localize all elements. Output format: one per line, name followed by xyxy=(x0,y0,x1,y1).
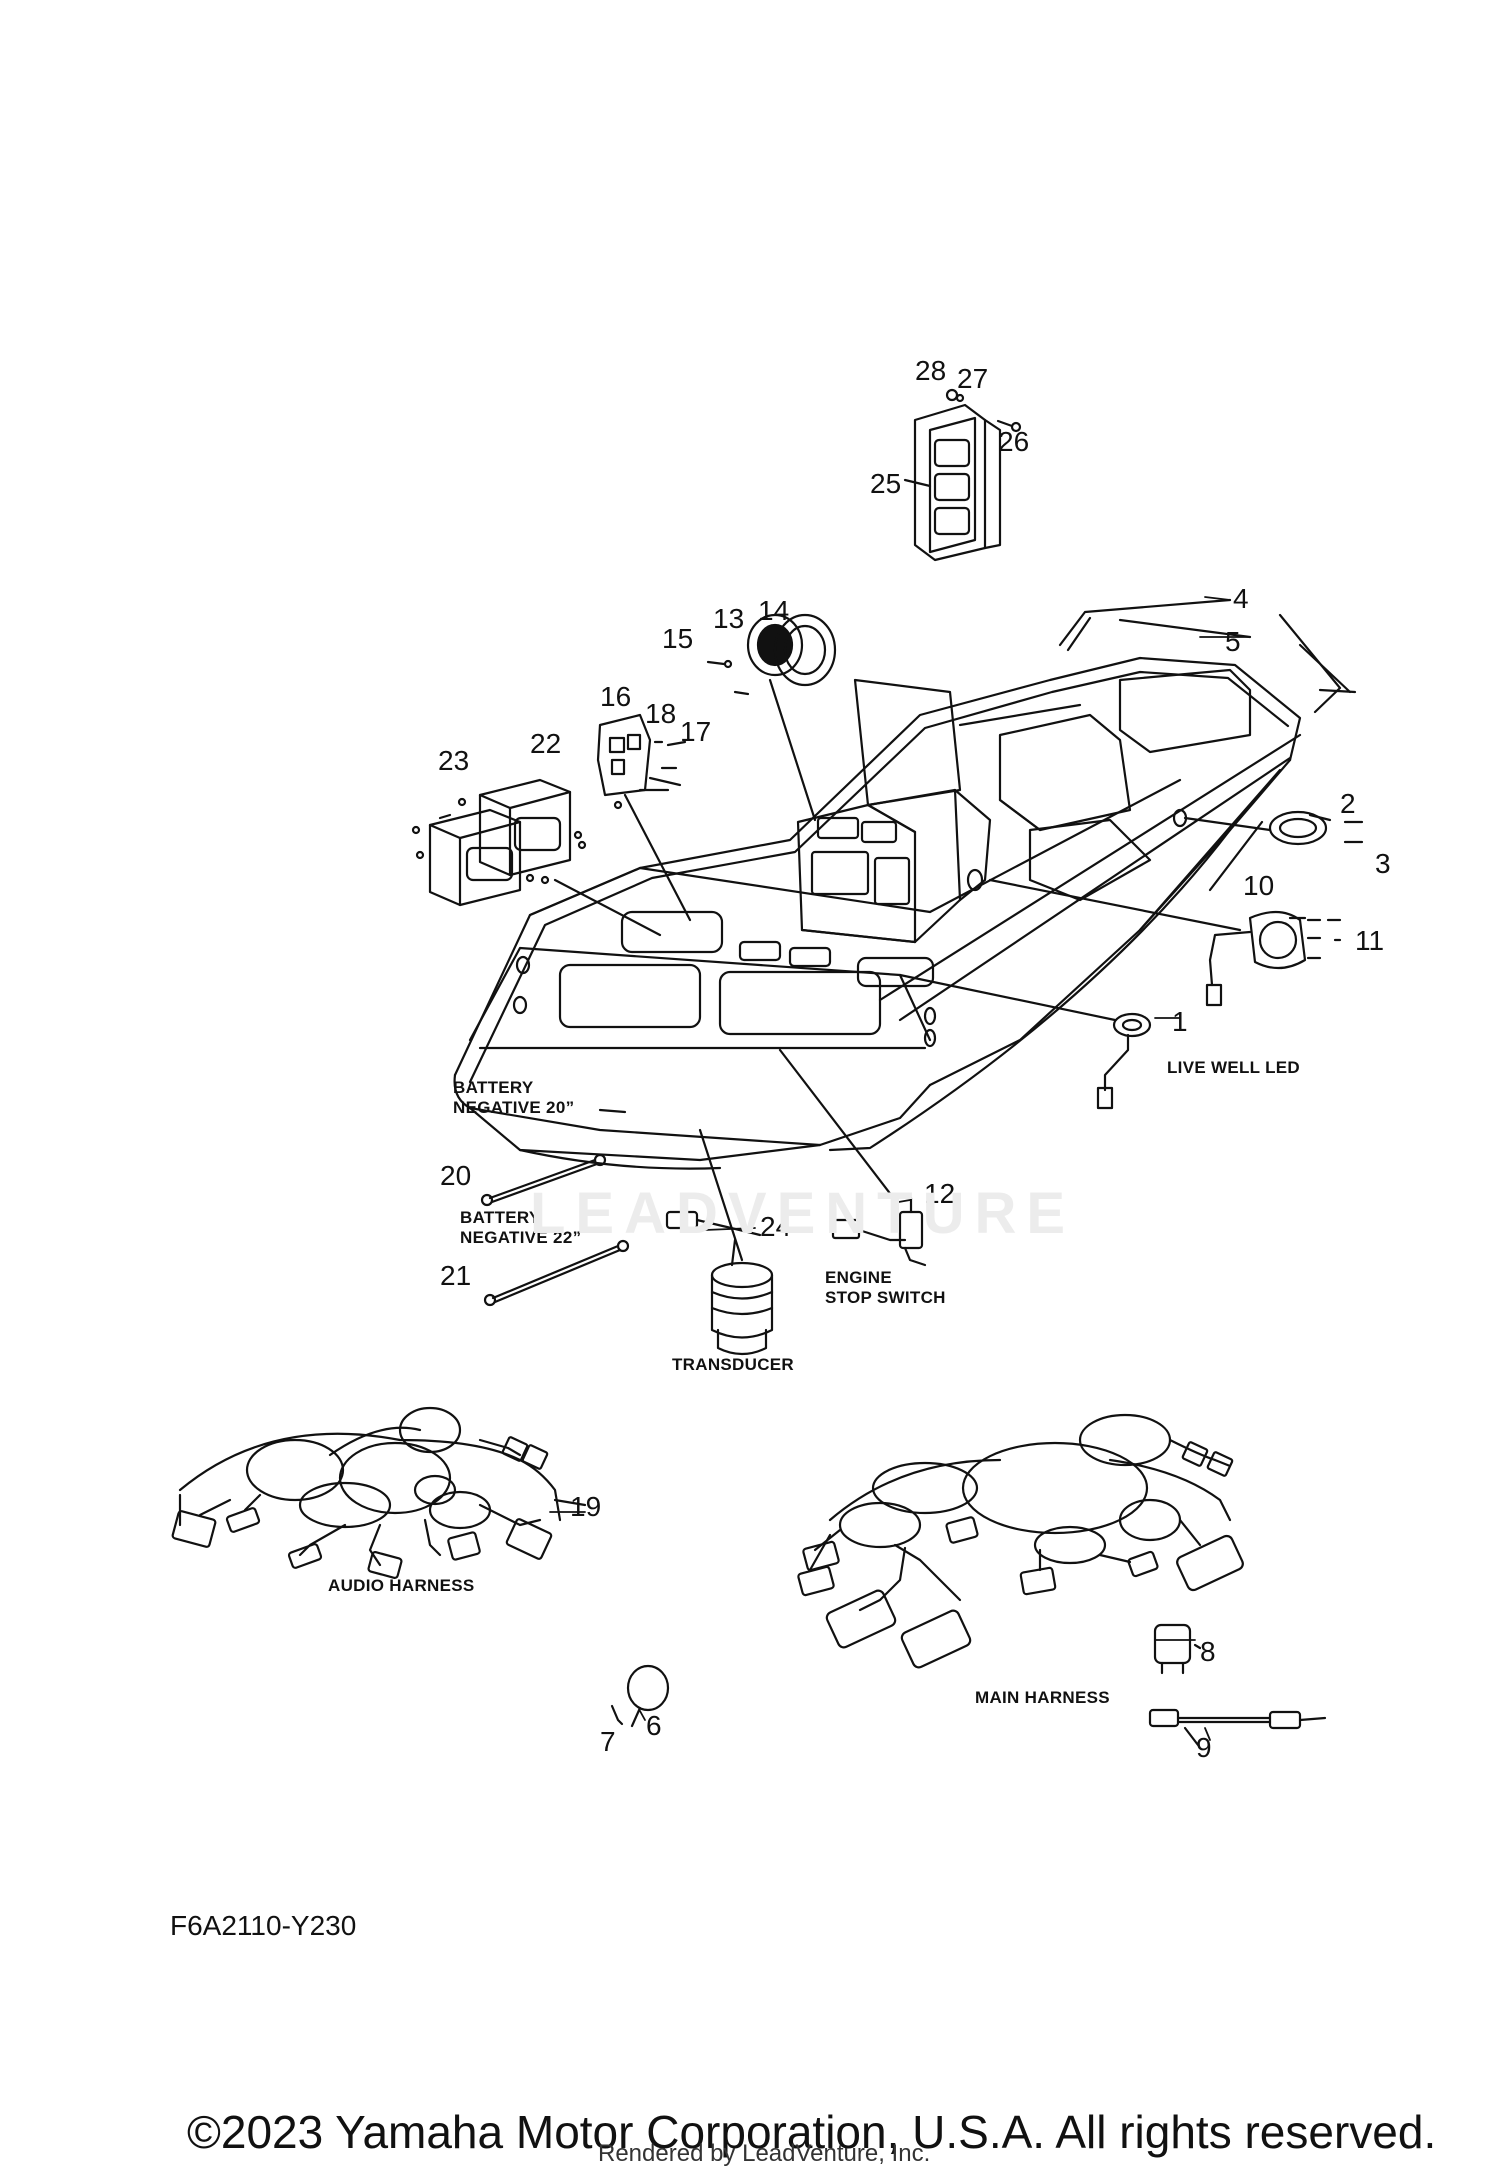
rendered-by-notice: Rendered by LeadVenture, Inc. xyxy=(598,2140,931,2167)
callout-12: 12 xyxy=(924,1178,956,1209)
side-speaker-assembly xyxy=(1183,810,1364,846)
battery-negative-22-label: BATTERY NEGATIVE 22” xyxy=(460,1208,581,1247)
engine-stop-switch-line1: ENGINE xyxy=(825,1268,892,1287)
console-speaker-assembly xyxy=(988,878,1342,1007)
engine-stop-switch xyxy=(778,1048,927,1267)
leader-lines xyxy=(549,596,1251,1741)
audio-harness-label: AUDIO HARNESS xyxy=(328,1576,475,1595)
battery-boxes xyxy=(411,778,662,937)
callout-21: 21 xyxy=(440,1260,472,1291)
transducer-label: TRANSDUCER xyxy=(672,1355,794,1374)
battery-negative-22-line1: BATTERY xyxy=(460,1208,541,1227)
callout-22: 22 xyxy=(530,728,562,759)
speaker-assembly xyxy=(706,613,837,822)
transducer xyxy=(665,1128,774,1356)
battery-negative-20-label: BATTERY NEGATIVE 20” xyxy=(453,1078,574,1117)
callout-1: 1 xyxy=(1172,1006,1188,1037)
callout-18: 18 xyxy=(645,698,677,729)
callout-9: 9 xyxy=(1196,1732,1212,1763)
callout-8: 8 xyxy=(1200,1636,1216,1667)
boat-hull xyxy=(453,656,1302,1170)
relay xyxy=(1153,1623,1202,1675)
battery-cables xyxy=(480,1153,630,1307)
callout-7: 7 xyxy=(600,1726,616,1757)
callout-3: 3 xyxy=(1375,848,1391,879)
engine-stop-switch-line2: STOP SWITCH xyxy=(825,1287,946,1307)
callout-14: 14 xyxy=(758,595,790,626)
control-unit-bracket xyxy=(903,388,1022,562)
switch-panel-assembly xyxy=(596,713,692,922)
live-well-led-label: LIVE WELL LED xyxy=(1167,1058,1300,1077)
callout-5: 5 xyxy=(1225,626,1241,657)
live-well-led xyxy=(898,973,1152,1110)
callout-13: 13 xyxy=(713,603,745,634)
callout-11: 11 xyxy=(1355,925,1385,956)
callout-6: 6 xyxy=(646,1710,662,1741)
battery-negative-22-line2: NEGATIVE 22” xyxy=(460,1227,582,1247)
battery-negative-20-line2: NEGATIVE 20” xyxy=(453,1097,575,1117)
main-harness-label: MAIN HARNESS xyxy=(975,1688,1110,1707)
cable-tie xyxy=(610,1664,670,1728)
callout-20: 20 xyxy=(440,1160,472,1191)
callout-23: 23 xyxy=(438,745,470,776)
audio-harness xyxy=(171,1406,587,1579)
grab-rails xyxy=(1058,598,1357,714)
callout-26: 26 xyxy=(998,426,1030,457)
copyright-notice: ©2023 Yamaha Motor Corporation, U.S.A. A… xyxy=(187,2106,1437,2158)
callout-17: 17 xyxy=(680,716,712,747)
callout-4: 4 xyxy=(1233,583,1249,614)
extension-cable xyxy=(1148,1708,1327,1747)
callout-25: 25 xyxy=(870,468,902,499)
main-harness xyxy=(797,1413,1244,1669)
callout-27: 27 xyxy=(957,363,989,394)
callout-24: 24 xyxy=(760,1211,792,1242)
callout-19: 19 xyxy=(570,1491,602,1522)
diagram-code: F6A2110-Y230 xyxy=(170,1910,357,1941)
callout-28: 28 xyxy=(915,355,947,386)
callout-2: 2 xyxy=(1340,788,1356,819)
engine-stop-switch-label: ENGINE STOP SWITCH xyxy=(825,1268,946,1307)
watermark: LEADVENTURE xyxy=(530,1181,1076,1246)
callout-10: 10 xyxy=(1243,870,1275,901)
callout-16: 16 xyxy=(600,681,632,712)
battery-negative-20-line1: BATTERY xyxy=(453,1078,534,1097)
callout-15: 15 xyxy=(662,623,694,654)
